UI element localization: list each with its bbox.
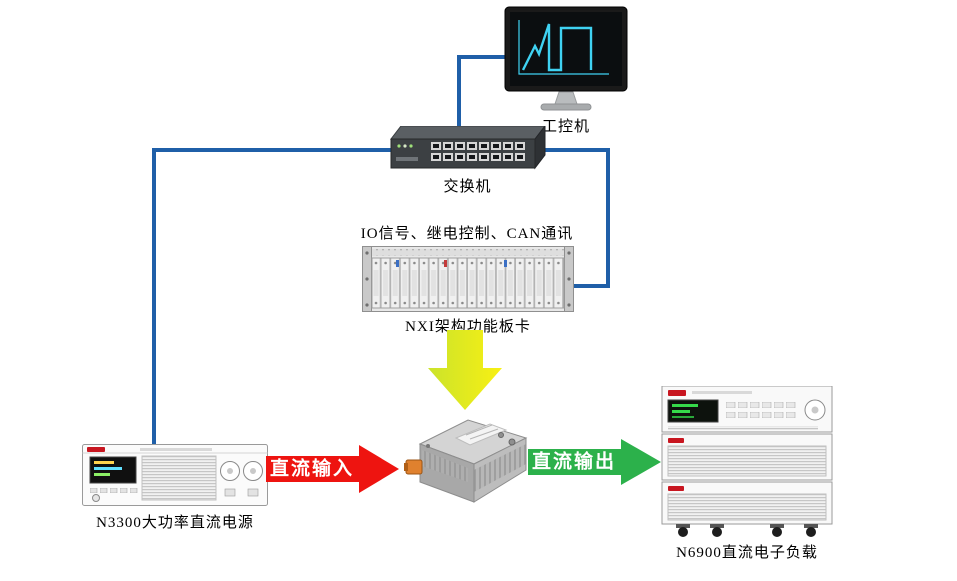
load-unit-1	[661, 386, 833, 433]
load-button-grid	[726, 402, 798, 418]
dc-output-flow: 直流输出	[528, 438, 662, 491]
wire-pc-to-switch	[457, 55, 510, 140]
industrial-pc: 工控机	[504, 6, 628, 136]
switch-graphic	[389, 126, 546, 170]
down-arrow-icon	[428, 330, 502, 410]
load-unit-2	[661, 433, 833, 481]
load-unit-3	[661, 481, 833, 525]
load-graphic	[661, 386, 833, 537]
psu-output-socket-left	[224, 488, 236, 497]
monitor-graphic	[504, 6, 628, 111]
load-brand-logo-1	[668, 390, 686, 396]
converter-fins-front	[422, 450, 468, 482]
wire-switch-to-nxi	[543, 148, 610, 288]
right-arrow-green-icon: 直流输出	[528, 439, 661, 485]
orange-connector	[405, 459, 423, 475]
dc-input-label: 直流输入	[270, 457, 354, 480]
nxi-graphic	[362, 246, 574, 312]
converter-graphic	[404, 419, 528, 503]
switch-top-face	[389, 126, 546, 140]
waveform-trace	[518, 20, 609, 75]
dc-output-label: 直流输出	[532, 450, 616, 473]
psu-knob-right	[243, 461, 263, 481]
dc-input-flow: 直流输入	[266, 444, 400, 499]
psu-display	[89, 456, 137, 484]
load-display	[667, 399, 719, 423]
psu-vent-grille	[141, 455, 217, 501]
load-brand-logo-3	[668, 486, 684, 491]
monitor-stand-neck	[554, 91, 578, 105]
converter-fins	[474, 444, 526, 492]
load-casters	[676, 524, 818, 537]
terminal-studs	[426, 432, 516, 448]
psu-button-row	[90, 488, 138, 493]
dc-power-supply-label: N3300大功率直流电源	[96, 515, 254, 531]
monitor-screen	[510, 12, 622, 86]
nxi-chassis: NXI架构功能板卡	[362, 246, 574, 336]
card-slots	[371, 257, 565, 309]
rack-screws	[365, 251, 571, 307]
card-markers	[396, 260, 507, 267]
dut-converter	[404, 408, 532, 506]
nxi-top-vent	[372, 249, 564, 256]
load-vent-strip	[668, 426, 818, 430]
psu-power-button	[92, 494, 100, 502]
port-grid	[431, 142, 527, 161]
psu-knob-left	[220, 461, 240, 481]
dc-electronic-load-label: N6900直流电子负载	[676, 545, 818, 561]
monitor-stand-base	[540, 103, 592, 111]
load-brand-logo-2	[668, 438, 684, 443]
sticker-text-lines	[465, 424, 499, 440]
psu-output-socket-right	[247, 488, 259, 497]
psu-brand-logo	[87, 447, 105, 452]
network-switch: 交换机	[385, 126, 550, 196]
industrial-pc-label: 工控机	[541, 119, 590, 135]
psu-graphic	[82, 444, 268, 506]
load-knob	[804, 399, 826, 421]
network-switch-label: 交换机	[443, 179, 492, 195]
connector-tab	[404, 463, 408, 471]
dc-power-supply: N3300大功率直流电源	[82, 444, 268, 532]
nxi-bus-caption: IO信号、继电控制、CAN通讯	[360, 226, 574, 242]
psu-title-strip	[140, 448, 212, 451]
control-flow-arrow	[428, 330, 502, 415]
dc-electronic-load: N6900直流电子负载	[660, 386, 834, 562]
switch-leds	[396, 144, 418, 161]
wire-switch-to-psu	[152, 148, 395, 452]
nxi-chassis-label: NXI架构功能板卡	[405, 319, 531, 335]
right-arrow-red-icon: 直流输入	[266, 445, 399, 493]
label-sticker	[454, 423, 508, 446]
